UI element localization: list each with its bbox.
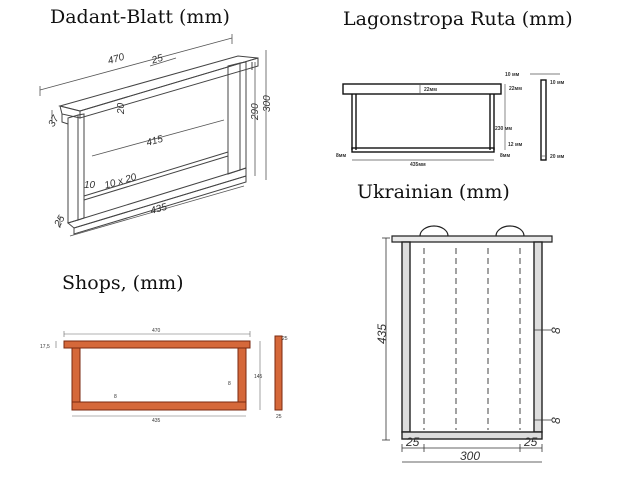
shops-dim-25-bar: 25 <box>276 414 282 420</box>
ukrainian-dim-435: 435 <box>375 324 389 344</box>
dadant-dim-290: 290 <box>250 103 261 121</box>
shops-dim-17-5: 17,5 <box>40 344 50 350</box>
dadant-dim-25-top: 25 <box>150 53 165 67</box>
ukrainian-dim-8-side: 8 <box>549 327 563 334</box>
lagonstropa-dim-22-lug: 22мм <box>509 86 522 92</box>
lagonstropa-title: Lagonstropa Ruta (mm) <box>343 8 573 30</box>
ukrainian-dim-25-right: 25 <box>523 435 538 449</box>
shops-dim-25-side: 25 <box>282 336 288 342</box>
ukrainian-title: Ukrainian (mm) <box>357 181 510 203</box>
dadant-dim-470: 470 <box>107 52 126 67</box>
lagonstropa-dim-8-bottom: 8мм <box>500 153 510 159</box>
lagonstropa-dim-10-lug: 10 мм <box>505 72 520 78</box>
dadant-dim-300: 300 <box>262 95 273 112</box>
dadant-dim-37: 37 <box>47 113 62 129</box>
dadant-dim-435: 435 <box>149 202 168 217</box>
lagonstropa-dim-230: 230 мм <box>495 126 512 132</box>
dadant-dim-10: 10 <box>84 180 96 191</box>
ukrainian-dim-300: 300 <box>460 449 480 463</box>
shops-dim-435: 435 <box>152 418 161 424</box>
lagonstropa-dim-12: 12 мм <box>508 142 523 148</box>
shops-title: Shops, (mm) <box>62 272 184 294</box>
lagonstropa-dim-8-left: 8мм <box>336 153 346 159</box>
shops-dim-8-side: 8 <box>228 381 231 387</box>
dadant-title: Dadant-Blatt (mm) <box>50 6 230 28</box>
dadant-dim-20: 20 <box>116 102 127 115</box>
lagonstropa-dim-22-top: 22мм <box>424 87 437 93</box>
dadant-dim-25-bottom: 25 <box>52 213 68 229</box>
shops-dim-145: 145 <box>254 374 263 380</box>
lagonstropa-dim-10-side: 10 мм <box>550 80 565 86</box>
ukrainian-dim-25-left: 25 <box>405 435 420 449</box>
lagonstropa-dim-20-side: 20 мм <box>550 154 565 160</box>
dadant-dim-415: 415 <box>145 134 164 149</box>
shops-dim-8-bottom: 8 <box>114 394 117 400</box>
shops-dim-470: 470 <box>152 328 161 334</box>
lagonstropa-dim-435: 435мм <box>410 162 426 168</box>
ukrainian-dim-8-bottom: 8 <box>549 417 563 424</box>
